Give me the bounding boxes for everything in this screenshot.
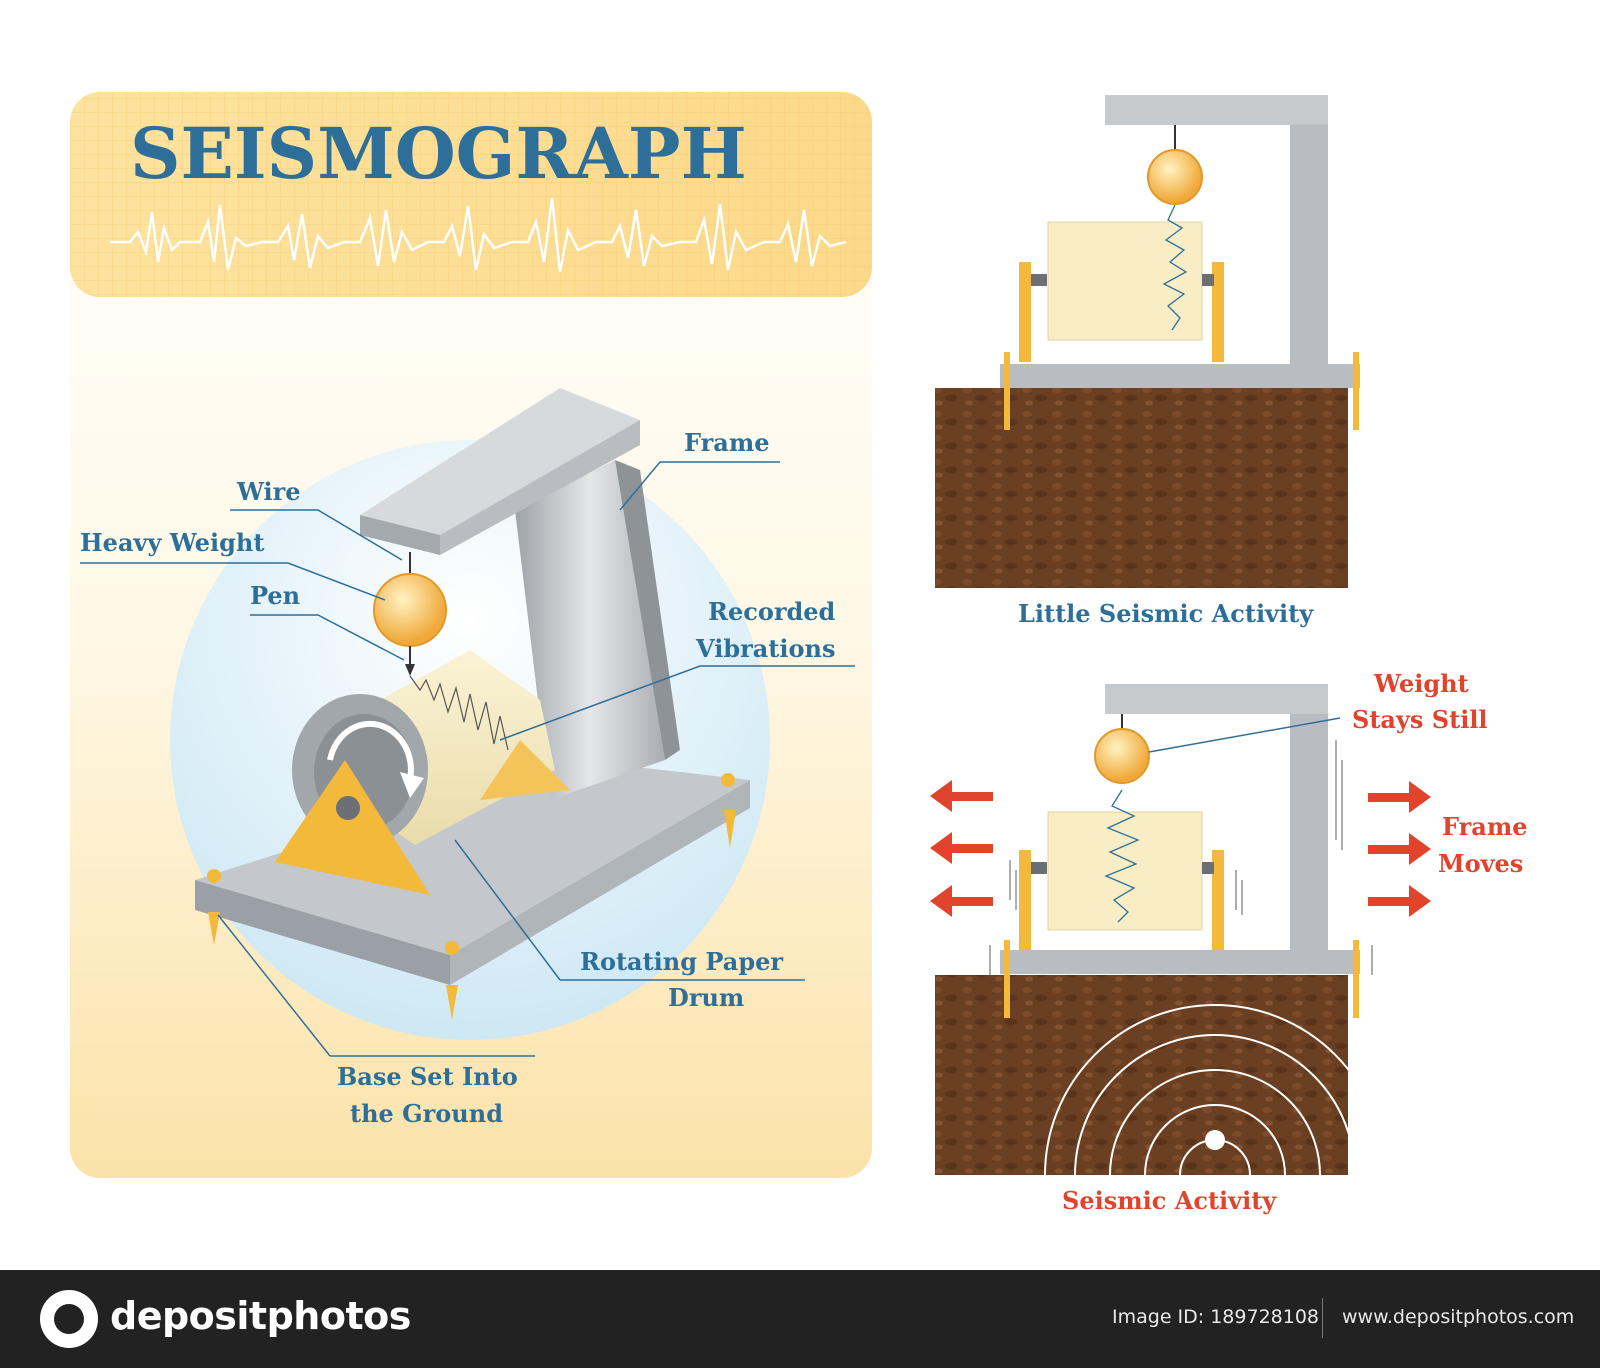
label-heavy-weight: Heavy Weight <box>80 528 264 557</box>
site-url[interactable]: www.depositphotos.com <box>1342 1306 1575 1328</box>
support-pivot <box>336 796 360 820</box>
soil-top <box>935 388 1348 588</box>
frame-arm-side <box>440 420 640 555</box>
axle-bottom-left <box>1031 862 1047 874</box>
base-plate-front <box>195 880 450 985</box>
pen-tip <box>405 664 415 676</box>
page-title: SEISMOGRAPH <box>130 112 747 195</box>
post-top-left <box>1004 352 1010 430</box>
drum-top <box>1047 221 1203 341</box>
rotation-arrow <box>327 720 414 781</box>
base-plate-top <box>195 760 750 955</box>
vibration-marks <box>989 740 1373 975</box>
frame-bottom-horizontal <box>1105 684 1328 714</box>
drum-support-front <box>275 760 430 895</box>
frame-top-vertical <box>1290 95 1328 365</box>
frame-bottom-vertical <box>1290 684 1328 952</box>
frame-arm-top <box>360 388 640 535</box>
brand-name[interactable]: depositphotos <box>110 1294 411 1338</box>
bolt-3 <box>721 773 735 787</box>
frame-arm-front <box>360 515 440 555</box>
label-frame: Frame <box>684 428 769 457</box>
frame-top-horizontal <box>1105 95 1328 125</box>
platform-bottom <box>1000 950 1360 974</box>
support-top-right <box>1212 262 1224 362</box>
label-weight-2: Stays Still <box>1352 705 1488 734</box>
weight-bottom <box>1094 728 1150 784</box>
label-wire: Wire <box>236 477 301 506</box>
platform-top <box>1000 364 1360 388</box>
recorded-trace <box>409 675 509 751</box>
soil-bottom <box>935 975 1348 1175</box>
title-banner-grid <box>70 92 872 297</box>
heavy-weight <box>373 573 447 647</box>
axle-bottom-right <box>1202 862 1214 874</box>
axle-top-left <box>1031 274 1047 286</box>
trace-top <box>1162 204 1188 331</box>
label-weight-1: Weight <box>1373 669 1469 698</box>
support-bottom-right <box>1212 850 1224 950</box>
label-rotating-1: Rotating Paper <box>580 947 783 976</box>
seismogram-wave <box>110 197 847 273</box>
label-base-2: the Ground <box>350 1099 503 1128</box>
spike-3 <box>724 810 736 848</box>
label-recorded-1: Recorded <box>708 597 836 626</box>
post-top-right <box>1353 352 1359 430</box>
seismograph-diagram: SEISMOGRAPH Frame W <box>70 92 1527 1215</box>
spike-1 <box>208 912 220 945</box>
post-bottom-right <box>1353 940 1359 1018</box>
footer-divider <box>1322 1298 1323 1338</box>
panel-seismic-activity: Weight Stays Still Frame Moves Seismic A… <box>930 669 1527 1215</box>
weight-leader <box>1148 717 1341 753</box>
label-seismic-activity: Seismic Activity <box>1062 1186 1277 1215</box>
arrows-left <box>930 780 993 917</box>
leader-lines <box>80 461 855 1057</box>
weight-top <box>1147 149 1203 205</box>
trace-bottom <box>1104 789 1140 923</box>
image-id: Image ID: 189728108 <box>1112 1306 1320 1328</box>
frame-pillar-side <box>615 460 680 760</box>
label-frame-moves-2: Moves <box>1438 849 1523 878</box>
arrows-right <box>1368 781 1431 917</box>
spike-2 <box>446 985 458 1020</box>
label-frame-moves-1: Frame <box>1442 812 1527 841</box>
support-bottom-left <box>1019 850 1031 950</box>
drum-bottom <box>1047 811 1203 931</box>
support-top-left <box>1019 262 1031 362</box>
label-little-activity: Little Seismic Activity <box>1018 599 1314 628</box>
label-base-1: Base Set Into <box>337 1062 518 1091</box>
frame-pillar-front <box>515 460 665 800</box>
epicenter <box>1205 1130 1225 1150</box>
bolt-2 <box>445 941 459 955</box>
post-bottom-left <box>1004 940 1010 1018</box>
panel-little-activity: Little Seismic Activity <box>935 95 1360 628</box>
axle-top-right <box>1202 274 1214 286</box>
drum-support-back <box>480 740 570 800</box>
bolt-1 <box>207 869 221 883</box>
label-recorded-2: Vibrations <box>695 634 835 663</box>
camera-logo-icon <box>40 1290 98 1348</box>
footer-bar: depositphotos Image ID: 189728108 www.de… <box>0 1270 1600 1368</box>
rotation-arrow-head <box>400 772 424 798</box>
label-pen: Pen <box>250 581 300 610</box>
label-rotating-2: Drum <box>668 983 744 1012</box>
